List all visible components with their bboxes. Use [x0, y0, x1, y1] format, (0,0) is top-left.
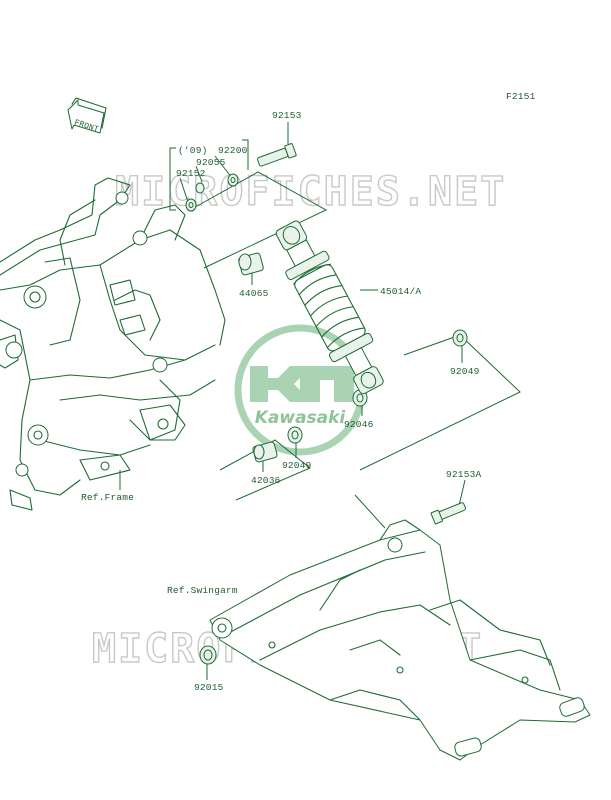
label-92153: 92153	[272, 110, 302, 121]
label-92049-bottom: 92049	[282, 460, 312, 471]
swingarm-drawing	[209, 519, 591, 761]
label-ref-swingarm: Ref.Swingarm	[167, 585, 238, 596]
frame-drawing	[0, 177, 226, 511]
label-92055: 92055	[196, 157, 226, 168]
label-92152: 92152	[176, 168, 206, 179]
label-45014-a: 45014/A	[380, 286, 421, 297]
label-92015: 92015	[194, 682, 224, 693]
label-92046: 92046	[344, 419, 374, 430]
figure-code: F2151	[506, 91, 536, 102]
label-92153a: 92153A	[446, 469, 482, 480]
label-92049-top: 92049	[450, 366, 480, 377]
label-ref-frame: Ref.Frame	[81, 492, 134, 503]
front-arrow-icon: FRONT	[67, 97, 107, 135]
kawasaki-logo: Kawasaki	[234, 324, 366, 456]
watermark-top: MICROFICHES.NET	[115, 169, 506, 215]
label-year-09: ('09)	[178, 145, 208, 156]
label-42036: 42036	[251, 475, 281, 486]
label-92200: 92200	[218, 145, 248, 156]
logo-wordmark: Kawasaki	[255, 408, 347, 428]
part-labels: 92153 ('09) 92200 92055 92152 44065 4501…	[81, 110, 482, 693]
small-parts	[185, 143, 468, 665]
shock-absorber	[275, 220, 384, 395]
label-44065: 44065	[239, 288, 269, 299]
